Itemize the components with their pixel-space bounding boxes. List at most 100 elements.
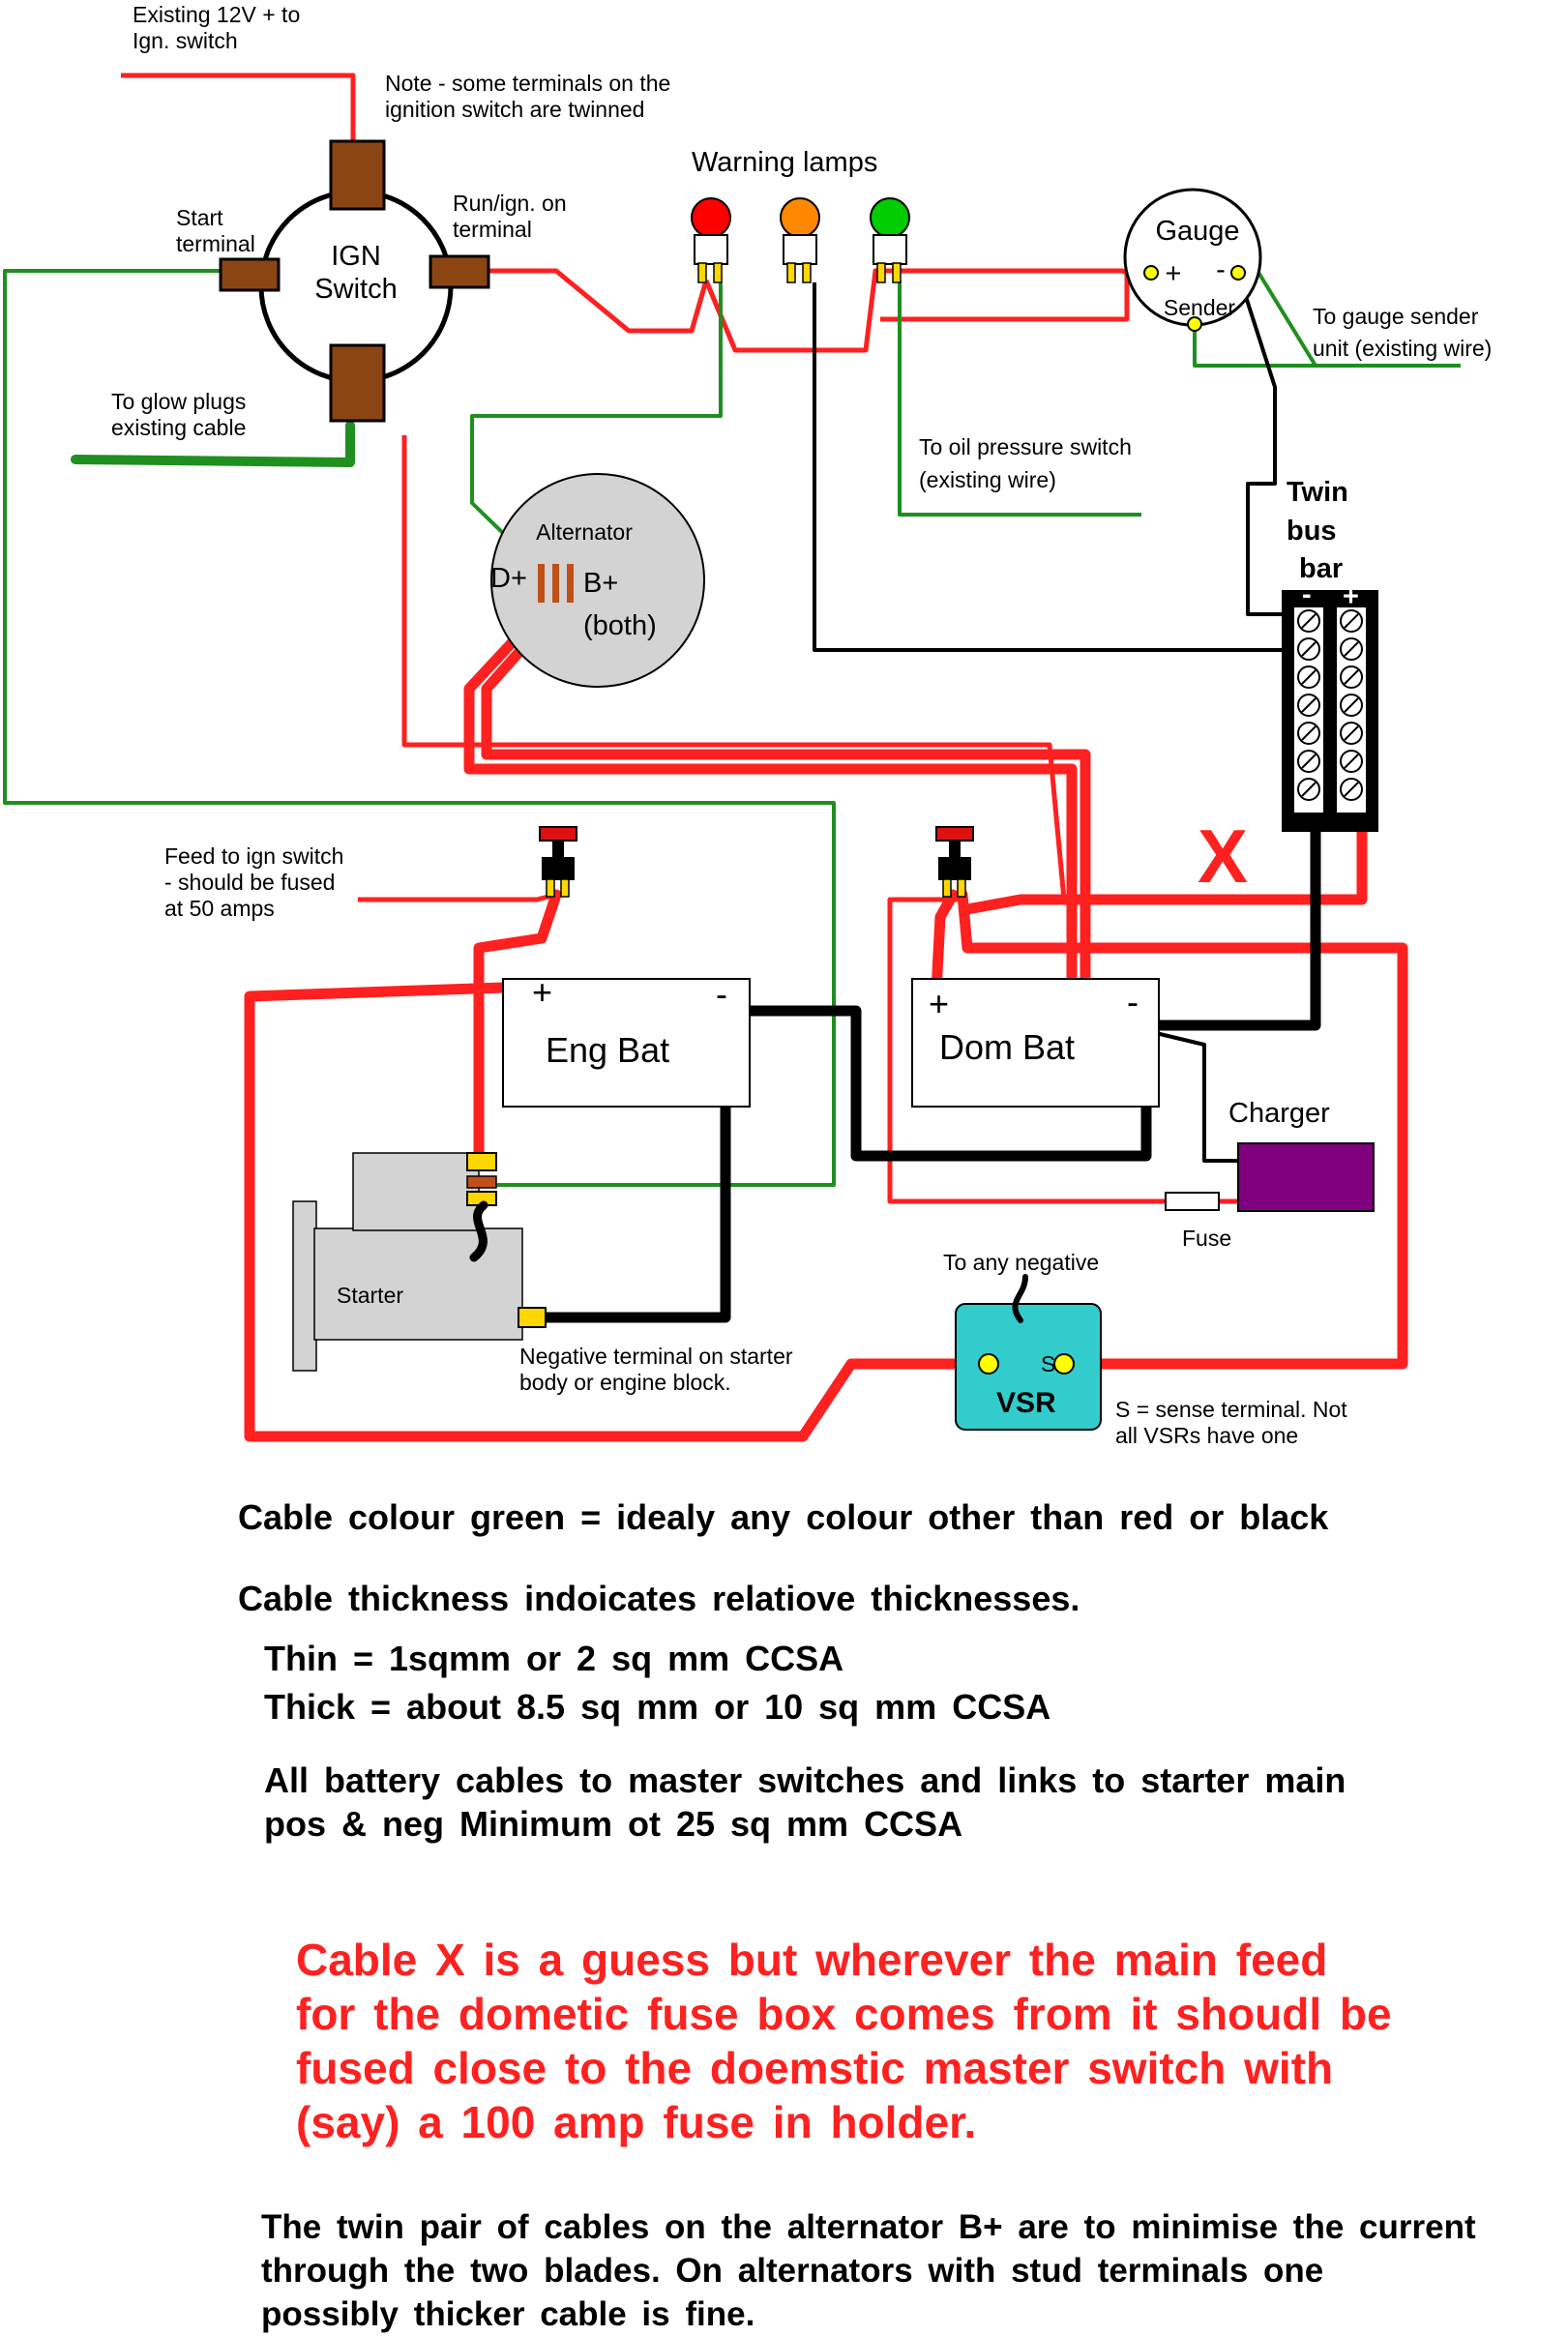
lamp-green-base bbox=[873, 234, 907, 265]
feed-ign-line-3: at 50 amps bbox=[164, 896, 275, 921]
ign-switch-label-1: IGN bbox=[331, 241, 381, 272]
wire-feed-ign bbox=[358, 892, 557, 902]
dom-switch-body bbox=[938, 857, 971, 880]
eng-battery: + - Eng Bat bbox=[502, 972, 751, 1108]
vsr: S VSR bbox=[955, 1274, 1102, 1431]
ign-terminal-top bbox=[329, 139, 386, 211]
dom-battery-minus: - bbox=[1127, 982, 1139, 1021]
negative-terminal-line-2: body or engine block. bbox=[519, 1370, 731, 1395]
eng-switch-body bbox=[542, 857, 575, 880]
wire-dom-bat-to-charger bbox=[1131, 1025, 1240, 1163]
alternator-label: Alternator bbox=[536, 519, 633, 545]
bus-screw-slot bbox=[1301, 697, 1317, 713]
bus-screw-slot bbox=[1301, 669, 1317, 685]
wire-ign-to-dom-switch bbox=[401, 435, 1067, 901]
starter-end-cap bbox=[292, 1200, 317, 1372]
wire-eng-switch-to-starter bbox=[473, 889, 562, 1162]
wire-run-terminal-to-red-lamp bbox=[488, 268, 709, 334]
fuse-label: Fuse bbox=[1182, 1226, 1231, 1251]
dom-switch-pin-2 bbox=[957, 878, 966, 898]
warning-lamps bbox=[691, 197, 910, 283]
vsr-body bbox=[955, 1303, 1102, 1431]
ign-terminal-bottom bbox=[329, 343, 386, 423]
glow-plugs-line-2: existing cable bbox=[111, 415, 246, 440]
wire-alternator-b-plus-2 bbox=[481, 586, 1091, 1070]
vsr-sense-wire bbox=[1012, 1274, 1028, 1323]
vsr-s-label: S bbox=[1041, 1351, 1055, 1376]
dom-switch-knob bbox=[935, 826, 974, 842]
gauge-sender-terminal bbox=[1187, 316, 1202, 332]
dom-switch-stem bbox=[949, 840, 961, 859]
eng-switch-knob bbox=[539, 826, 577, 842]
wire-dom-to-fuse bbox=[887, 897, 1166, 1204]
start-terminal-line-2: terminal bbox=[176, 231, 255, 256]
gauge-minus-label: - bbox=[1216, 254, 1226, 285]
dom-battery-plus: + bbox=[929, 984, 949, 1023]
vsr-left-terminal bbox=[978, 1353, 999, 1375]
feed-ign-line-2: - should be fused bbox=[164, 870, 335, 895]
run-terminal-line-2: terminal bbox=[453, 217, 532, 242]
gauge-minus-terminal bbox=[1230, 265, 1246, 281]
bus-bar-minus-label: - bbox=[1302, 579, 1312, 610]
lamp-orange-pin-2 bbox=[802, 262, 812, 283]
thin-green-wires bbox=[3, 269, 1461, 1187]
lamp-red-base bbox=[694, 234, 728, 265]
gauge-sender-unit-line-1: To gauge sender bbox=[1313, 304, 1479, 329]
starter-terminal-top bbox=[466, 1152, 497, 1171]
glow-plugs-line-1: To glow plugs bbox=[111, 389, 246, 414]
wire-negative-terminal bbox=[542, 1011, 731, 1323]
ignition-switch: IGN Switch bbox=[219, 139, 490, 423]
thick-black-wires bbox=[542, 832, 1321, 1323]
vsr-label: VSR bbox=[996, 1387, 1056, 1419]
charger-box bbox=[1237, 1142, 1375, 1212]
bus-screw-slot bbox=[1344, 754, 1359, 769]
alternator-body bbox=[490, 473, 705, 688]
wire-oil-pressure bbox=[898, 281, 1141, 517]
wire-gauge-sender bbox=[1193, 324, 1461, 368]
starter-neg-terminal bbox=[518, 1307, 547, 1328]
gauge-sender-label: Sender bbox=[1164, 295, 1236, 320]
lamp-orange-base bbox=[783, 234, 817, 265]
alternator-b-plus-label-2: (both) bbox=[583, 610, 657, 641]
bus-screw-slot bbox=[1344, 641, 1359, 657]
eng-switch-pin-2 bbox=[560, 878, 570, 898]
lamp-orange-icon bbox=[780, 197, 820, 238]
fuse-icon bbox=[1165, 1192, 1220, 1211]
bus-bar-screws bbox=[1297, 609, 1363, 801]
eng-switch-pin-1 bbox=[546, 878, 555, 898]
bus-screw-slot bbox=[1344, 613, 1359, 629]
wire-existing-12v bbox=[121, 73, 356, 145]
bus-screw-slot bbox=[1301, 613, 1317, 629]
dom-master-switch bbox=[935, 826, 974, 898]
note-terminals-line-1: Note - some terminals on the bbox=[385, 71, 670, 96]
bus-screw-slot bbox=[1301, 782, 1317, 797]
eng-battery-body bbox=[502, 978, 751, 1108]
starter-body bbox=[313, 1227, 523, 1341]
sense-note-line-1: S = sense terminal. Not bbox=[1115, 1397, 1347, 1422]
twin-bus-bar: - + Twin bus bar bbox=[1282, 477, 1378, 832]
dom-switch-pin-1 bbox=[942, 878, 952, 898]
alternator-b-plus-label-1: B+ bbox=[583, 568, 618, 599]
starter-solenoid bbox=[352, 1152, 480, 1231]
wire-starter-loop bbox=[244, 981, 992, 1442]
lamp-red-icon bbox=[691, 197, 731, 238]
starter-label: Starter bbox=[337, 1283, 403, 1308]
bus-screw-slot bbox=[1344, 782, 1359, 797]
charger-label: Charger bbox=[1228, 1098, 1330, 1129]
alternator-d-plus-label: D+ bbox=[490, 563, 527, 594]
bus-bar-label-3: bar bbox=[1299, 553, 1343, 584]
alternator-d-plus-blade bbox=[538, 564, 545, 603]
bus-screw-slot bbox=[1344, 697, 1359, 713]
run-terminal-line-1: Run/ign. on bbox=[453, 191, 567, 216]
alternator-b-plus-blade-2 bbox=[567, 564, 574, 603]
dom-battery: + - Dom Bat bbox=[911, 978, 1160, 1108]
cable-x-mark: X bbox=[1198, 813, 1248, 899]
ign-terminal-run bbox=[429, 254, 490, 289]
thin-red-wires bbox=[121, 73, 1238, 1204]
gauge-plus-terminal bbox=[1143, 265, 1159, 281]
oil-pressure-line-2: (existing wire) bbox=[919, 467, 1056, 492]
note-terminals-line-2: ignition switch are twinned bbox=[385, 97, 644, 122]
starter-motor: Starter bbox=[292, 1152, 547, 1372]
ign-switch-label-2: Switch bbox=[314, 274, 397, 305]
